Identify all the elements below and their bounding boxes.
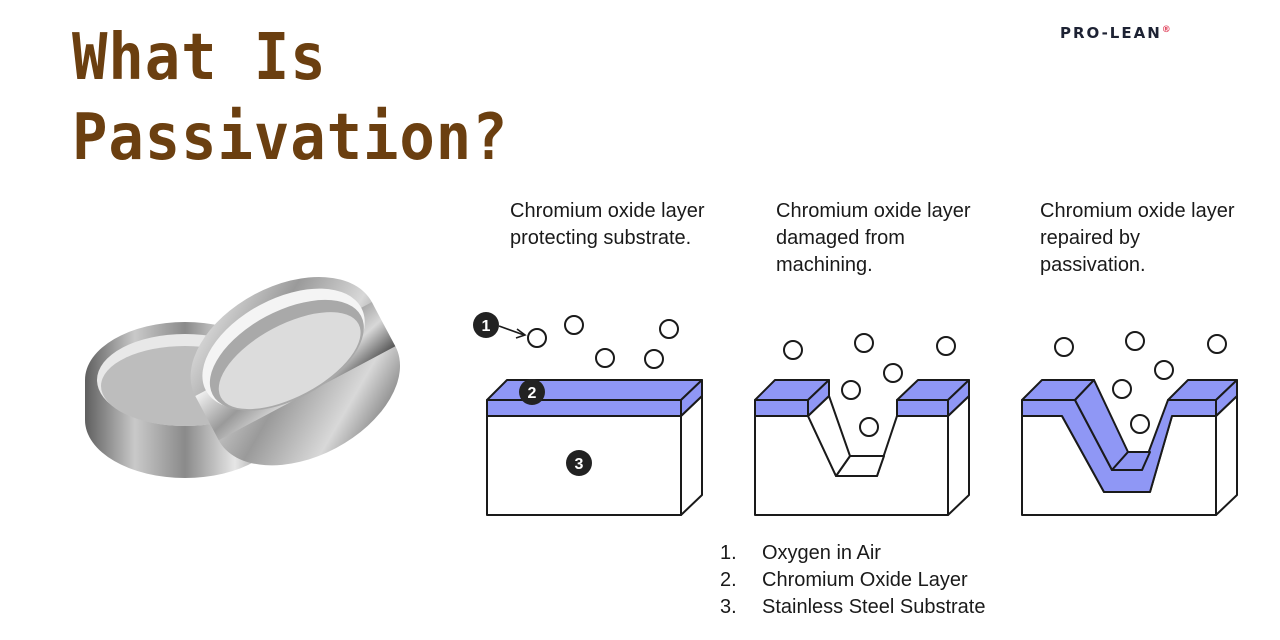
panel-1-oxygen <box>527 315 679 369</box>
page-title: What Is Passivation? <box>72 18 508 178</box>
legend-item-number: 2. <box>720 569 737 591</box>
oxide-layer-left-edge <box>807 379 830 417</box>
front-ring <box>190 276 401 466</box>
marker-1-label: 1 <box>482 318 491 335</box>
title-line-2: Passivation? <box>72 101 509 175</box>
panel-1-intact-layer <box>486 379 703 516</box>
legend-item-number: 1. <box>720 542 737 564</box>
oxygen-molecule <box>936 336 956 356</box>
oxygen-molecule <box>595 348 615 368</box>
panel-2-damaged-layer <box>754 379 970 516</box>
brand-name: PRO-LEAN <box>1060 24 1162 42</box>
marker-2-label: 2 <box>528 385 537 402</box>
panel-3-repaired-layer <box>1021 379 1238 516</box>
oxide-layer <box>486 399 682 417</box>
oxide-layer-right <box>896 399 949 417</box>
brand-logo: PRO-LEAN® <box>1060 24 1171 42</box>
oxygen-molecule <box>859 417 879 437</box>
panel-1-caption: Chromium oxide layer protecting substrat… <box>510 200 705 249</box>
legend-item-text: Stainless Steel Substrate <box>762 596 986 618</box>
oxide-layer-right-side <box>947 379 970 417</box>
legend-item: 1. Oxygen in Air <box>720 540 985 567</box>
stainless-steel-rings-photo <box>85 276 401 478</box>
registered-mark: ® <box>1161 25 1171 35</box>
legend-item: 2. Chromium Oxide Layer <box>720 567 985 594</box>
oxygen-molecule <box>841 380 861 400</box>
oxygen-molecule <box>644 349 664 369</box>
legend-item-text: Oxygen in Air <box>762 542 881 564</box>
legend-item: 3. Stainless Steel Substrate <box>720 594 985 621</box>
legend-item-text: Chromium Oxide Layer <box>762 569 968 591</box>
oxygen-molecule <box>1130 414 1150 434</box>
oxygen-molecule <box>1054 337 1074 357</box>
oxygen-molecule <box>527 328 547 348</box>
oxygen-molecule <box>783 340 803 360</box>
title-line-1: What Is <box>72 21 327 95</box>
oxide-layer-side <box>680 379 703 417</box>
oxygen-molecule <box>564 315 584 335</box>
legend-list: 1. Oxygen in Air 2. Chromium Oxide Layer… <box>720 540 985 621</box>
oxygen-molecule <box>1125 331 1145 351</box>
panel-3-oxygen <box>1054 331 1227 434</box>
arrow-icon <box>498 325 527 339</box>
marker-1: 1 <box>473 312 499 338</box>
oxygen-molecule <box>659 319 679 339</box>
oxygen-molecule <box>1207 334 1227 354</box>
oxide-layer-left <box>754 399 809 417</box>
oxygen-molecule <box>1112 379 1132 399</box>
oxygen-molecule <box>883 363 903 383</box>
panel-2-caption: Chromium oxide layer damaged from machin… <box>776 200 971 276</box>
oxide-layer-pit-floor <box>1111 451 1151 471</box>
panel-3-caption: Chromium oxide layer repaired by passiva… <box>1040 200 1235 276</box>
marker-3-label: 3 <box>575 456 584 473</box>
marker-3: 3 <box>566 450 592 476</box>
oxygen-molecule <box>1154 360 1174 380</box>
legend-item-number: 3. <box>720 596 737 618</box>
marker-2: 2 <box>519 379 545 405</box>
oxide-layer-right-side <box>1215 379 1238 417</box>
panel-2-oxygen <box>783 333 956 437</box>
oxygen-molecule <box>854 333 874 353</box>
